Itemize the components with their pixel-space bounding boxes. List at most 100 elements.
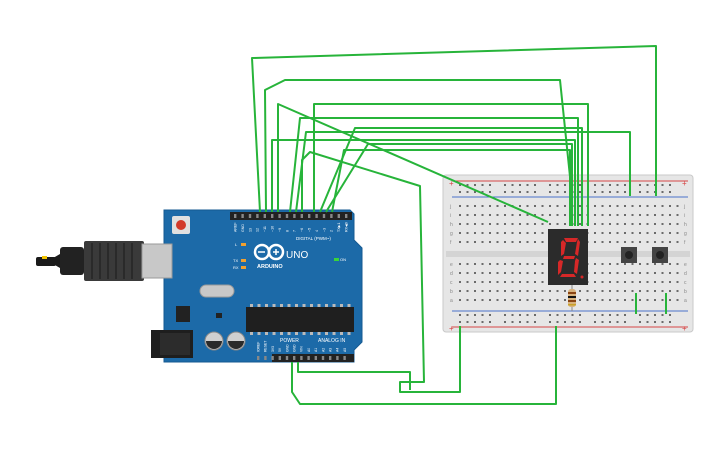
breadboard-hole[interactable] (639, 241, 641, 243)
digital-pin[interactable] (322, 214, 326, 218)
rail-hole[interactable] (654, 321, 656, 323)
breadboard-hole[interactable] (496, 241, 499, 243)
breadboard-hole[interactable] (504, 241, 506, 243)
breadboard-hole[interactable] (459, 281, 461, 283)
breadboard-hole[interactable] (541, 263, 544, 265)
breadboard-hole[interactable] (474, 214, 476, 216)
rail-hole[interactable] (594, 184, 596, 186)
breadboard-hole[interactable] (601, 223, 604, 225)
breadboard-hole[interactable] (481, 272, 484, 274)
breadboard-hole[interactable] (474, 272, 476, 274)
digital-pin[interactable] (315, 214, 318, 218)
breadboard-hole[interactable] (609, 241, 611, 243)
breadboard-hole[interactable] (466, 214, 469, 216)
breadboard-hole[interactable] (654, 281, 656, 283)
pushbutton-2-cap[interactable] (656, 251, 664, 259)
breadboard-hole[interactable] (496, 281, 499, 283)
rail-hole[interactable] (534, 191, 536, 193)
bottom-pin[interactable] (321, 356, 325, 360)
breadboard-hole[interactable] (466, 205, 469, 207)
rail-hole[interactable] (504, 184, 506, 186)
breadboard-hole[interactable] (594, 290, 596, 292)
breadboard-hole[interactable] (594, 232, 596, 234)
breadboard-hole[interactable] (459, 214, 461, 216)
rail-hole[interactable] (609, 321, 611, 323)
rail-hole[interactable] (526, 191, 529, 193)
breadboard-hole[interactable] (549, 205, 551, 207)
wire-8[interactable] (313, 103, 589, 226)
breadboard-hole[interactable] (511, 241, 514, 243)
breadboard-hole[interactable] (676, 299, 679, 301)
breadboard-hole[interactable] (616, 263, 619, 265)
breadboard-hole[interactable] (459, 263, 461, 265)
breadboard-hole[interactable] (534, 272, 536, 274)
rail-hole[interactable] (579, 184, 581, 186)
breadboard-hole[interactable] (534, 232, 536, 234)
breadboard-hole[interactable] (669, 281, 671, 283)
breadboard-hole[interactable] (609, 272, 611, 274)
breadboard-hole[interactable] (564, 214, 566, 216)
pushbutton-1[interactable] (621, 247, 637, 263)
bottom-pin[interactable] (264, 356, 267, 360)
breadboard-hole[interactable] (646, 241, 649, 243)
breadboard-hole[interactable] (646, 290, 649, 292)
rail-hole[interactable] (661, 314, 664, 316)
breadboard-hole[interactable] (579, 214, 581, 216)
breadboard-hole[interactable] (594, 263, 596, 265)
digital-pin[interactable] (300, 214, 303, 218)
wire-7[interactable] (301, 151, 461, 393)
rail-hole[interactable] (466, 184, 469, 186)
breadboard-hole[interactable] (586, 299, 589, 301)
breadboard-hole[interactable] (624, 214, 626, 216)
breadboard-hole[interactable] (489, 214, 491, 216)
rail-hole[interactable] (594, 191, 596, 193)
breadboard-hole[interactable] (594, 272, 596, 274)
wire-gnd[interactable] (291, 326, 557, 405)
breadboard-hole[interactable] (646, 263, 649, 265)
bottom-pin[interactable] (314, 356, 317, 360)
breadboard-hole[interactable] (466, 281, 469, 283)
breadboard-hole[interactable] (609, 232, 611, 234)
digital-pin[interactable] (337, 214, 340, 218)
rail-hole[interactable] (616, 191, 619, 193)
digital-pin[interactable] (330, 214, 333, 218)
breadboard-hole[interactable] (496, 299, 499, 301)
breadboard-hole[interactable] (624, 263, 626, 265)
breadboard-hole[interactable] (519, 223, 521, 225)
breadboard-hole[interactable] (466, 241, 469, 243)
rail-hole[interactable] (526, 184, 529, 186)
breadboard-hole[interactable] (654, 290, 656, 292)
rail-hole[interactable] (639, 321, 641, 323)
breadboard-hole[interactable] (661, 241, 664, 243)
breadboard-hole[interactable] (639, 299, 641, 301)
breadboard-hole[interactable] (556, 214, 559, 216)
breadboard-hole[interactable] (594, 223, 596, 225)
rail-hole[interactable] (661, 184, 664, 186)
breadboard-hole[interactable] (631, 214, 634, 216)
breadboard-hole[interactable] (496, 290, 499, 292)
rail-hole[interactable] (594, 321, 596, 323)
breadboard-hole[interactable] (601, 281, 604, 283)
breadboard-hole[interactable] (669, 299, 671, 301)
rail-hole[interactable] (534, 184, 536, 186)
breadboard-hole[interactable] (654, 205, 656, 207)
breadboard-hole[interactable] (609, 223, 611, 225)
breadboard-hole[interactable] (496, 205, 499, 207)
rail-hole[interactable] (669, 314, 671, 316)
rail-hole[interactable] (474, 184, 476, 186)
digital-pin[interactable] (241, 214, 244, 218)
rail-hole[interactable] (616, 321, 619, 323)
breadboard-hole[interactable] (669, 223, 671, 225)
pushbutton-2[interactable] (652, 247, 668, 263)
wire-3[interactable] (271, 139, 576, 226)
rail-hole[interactable] (534, 321, 536, 323)
digital-pin[interactable] (263, 214, 266, 218)
breadboard-hole[interactable] (616, 281, 619, 283)
bottom-pin[interactable] (271, 356, 274, 360)
analog-header[interactable] (318, 354, 354, 362)
breadboard-hole[interactable] (661, 290, 664, 292)
reset-button-cap[interactable] (176, 220, 186, 230)
rail-hole[interactable] (474, 321, 476, 323)
breadboard-hole[interactable] (511, 232, 514, 234)
